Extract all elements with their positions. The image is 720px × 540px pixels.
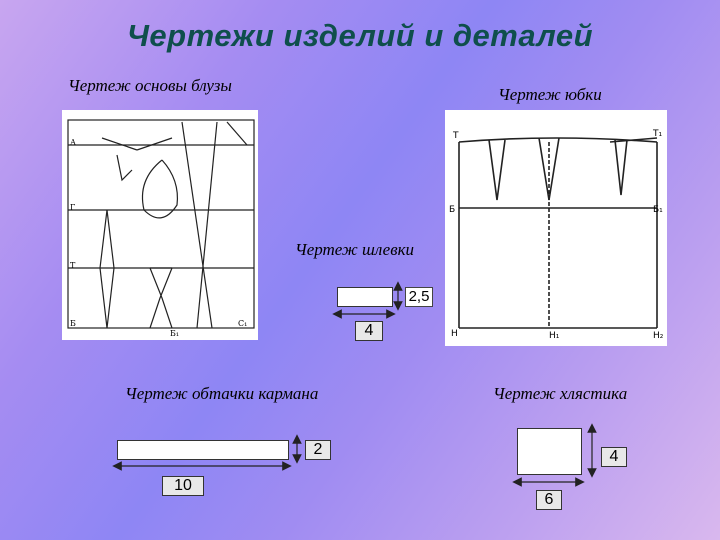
page-title: Чертежи изделий и деталей bbox=[126, 18, 594, 53]
skirt-point-t1: Т₁ bbox=[652, 129, 662, 139]
flap-caption: Чертеж хлястика bbox=[493, 384, 628, 403]
pocket-width-label: 10 bbox=[162, 476, 204, 496]
skirt-point-h2: Н₂ bbox=[653, 331, 664, 341]
point-g: Г bbox=[70, 203, 75, 212]
flap-width-label: 6 bbox=[536, 490, 562, 510]
flap-height-label: 4 bbox=[601, 447, 627, 467]
strap-width-label: 4 bbox=[355, 321, 383, 341]
skirt-pattern: Т Т₁ Б Б₁ Н Н₁ Н₂ bbox=[449, 129, 664, 341]
blouse-caption: Чертеж основы блузы bbox=[68, 76, 232, 95]
strap-caption: Чертеж шлевки bbox=[295, 240, 415, 259]
point-b1: Б₁ bbox=[170, 329, 179, 338]
point-b: Б bbox=[70, 319, 76, 328]
skirt-drawing: Т Т₁ Б Б₁ Н Н₁ Н₂ bbox=[445, 110, 667, 346]
point-c1: С₁ bbox=[238, 319, 247, 328]
strap-rectangle bbox=[337, 287, 393, 307]
skirt-point-h: Н bbox=[451, 329, 458, 339]
pocket-facing-rectangle bbox=[117, 440, 289, 460]
skirt-point-h1: Н₁ bbox=[549, 331, 560, 341]
point-t: Т bbox=[70, 261, 76, 270]
pocket-facing-caption: Чертеж обтачки кармана bbox=[125, 384, 319, 403]
skirt-point-b1: Б₁ bbox=[653, 205, 663, 215]
pocket-height-label: 2 bbox=[305, 440, 331, 460]
strap-height-label: 2,5 bbox=[405, 287, 433, 307]
flap-rectangle bbox=[517, 428, 582, 475]
blouse-pattern: А Г Т Б Б₁ С₁ bbox=[67, 119, 255, 338]
point-a: А bbox=[70, 138, 76, 147]
skirt-point-t: Т bbox=[452, 131, 459, 141]
skirt-point-b: Б bbox=[449, 205, 455, 215]
blouse-drawing: А Г Т Б Б₁ С₁ bbox=[62, 110, 258, 340]
skirt-caption: Чертеж юбки bbox=[498, 85, 602, 104]
